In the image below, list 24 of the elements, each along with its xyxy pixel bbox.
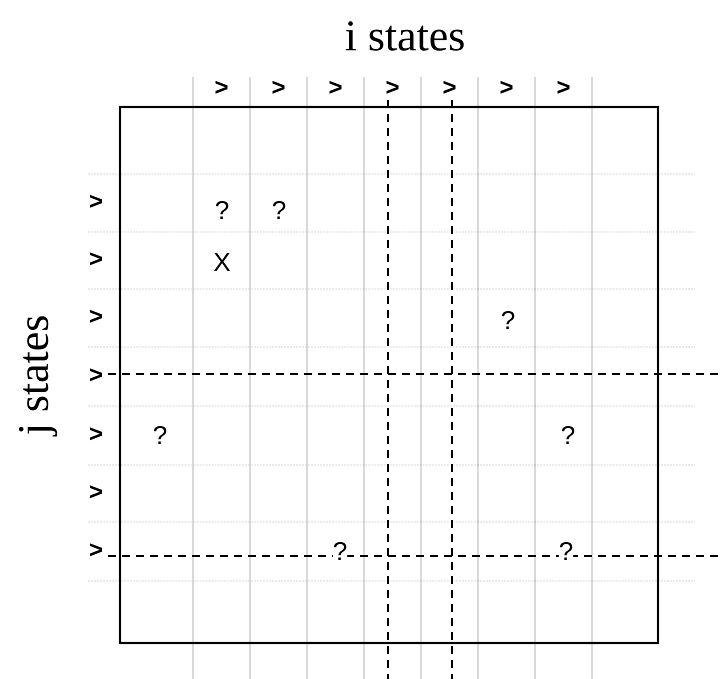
chevron-mark: > — [558, 80, 570, 94]
cell-mark: ? — [332, 542, 348, 560]
cell-mark: ? — [560, 426, 576, 444]
chevron-mark: > — [330, 80, 342, 94]
chevron-mark: > — [90, 485, 102, 498]
chevron-mark: > — [500, 80, 512, 94]
chevron-mark: > — [272, 80, 284, 94]
chevron-mark: > — [90, 252, 102, 266]
cell-mark: ? — [152, 426, 168, 444]
chevron-mark: > — [216, 80, 228, 94]
cell-mark: X — [213, 253, 231, 271]
chevron-mark: > — [90, 368, 102, 382]
chevron-mark: > — [90, 427, 102, 440]
cell-mark: ? — [214, 200, 230, 220]
cell-mark: ? — [558, 542, 574, 560]
axis-label: i states — [346, 21, 464, 51]
chevron-mark: > — [444, 80, 456, 94]
chevron-mark: > — [90, 310, 102, 323]
cell-mark: ? — [500, 310, 516, 330]
chevron-mark: > — [386, 80, 398, 94]
axis-label: j states — [18, 316, 58, 437]
chevron-mark: > — [90, 194, 102, 208]
cell-mark: ? — [272, 200, 286, 220]
chevron-mark: > — [90, 543, 102, 556]
